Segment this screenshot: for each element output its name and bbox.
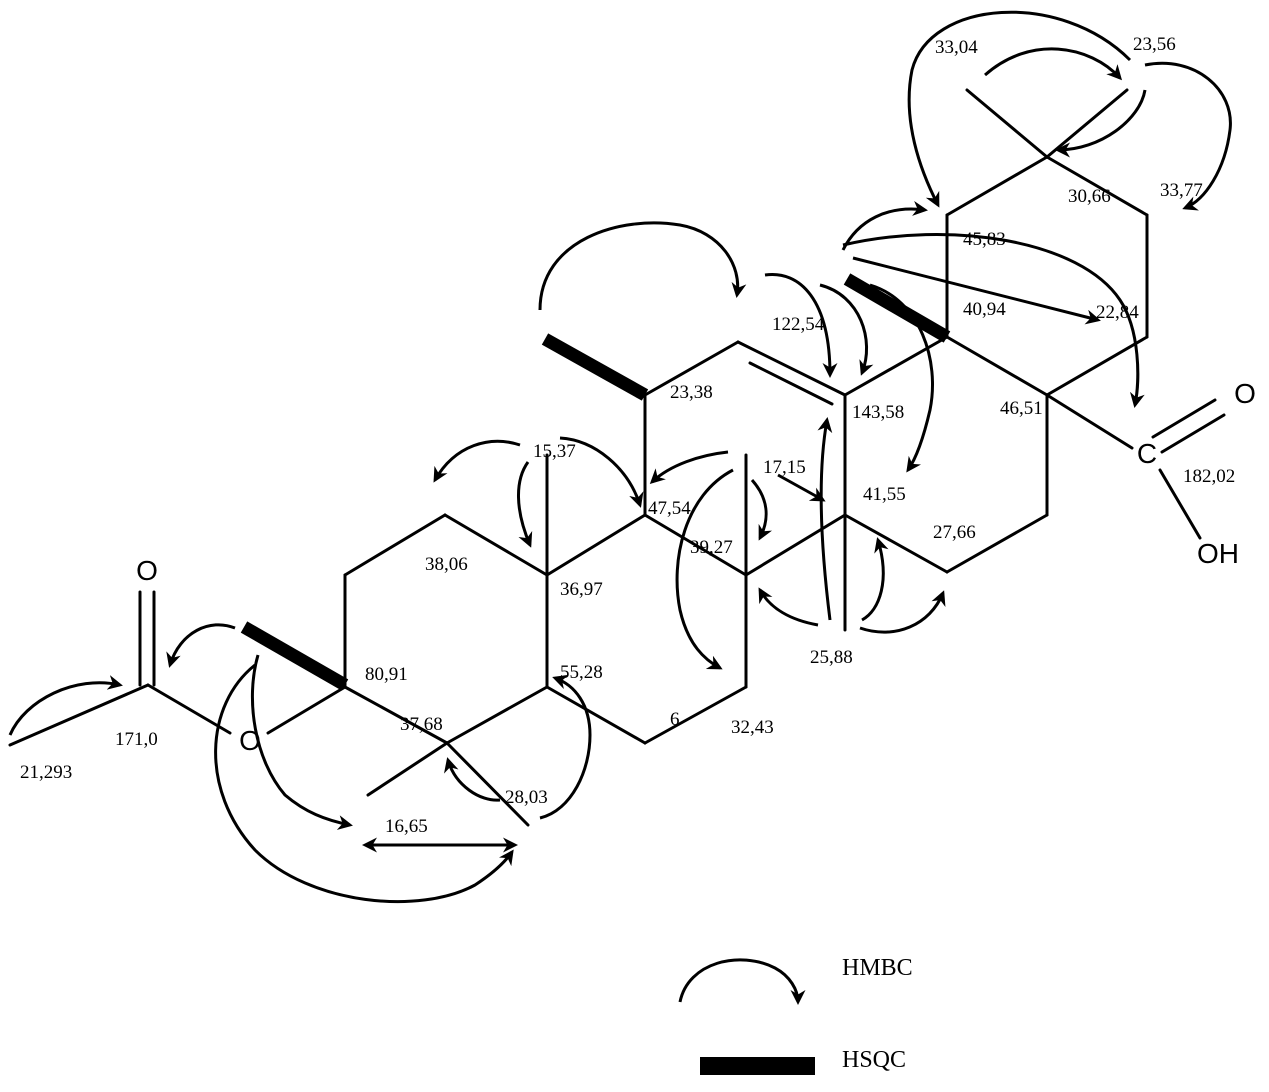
shift-label: 36,97 bbox=[560, 579, 603, 600]
shift-label: 32,43 bbox=[731, 717, 774, 738]
shift-label: 6 bbox=[670, 709, 680, 730]
shift-label: 16,65 bbox=[385, 816, 428, 837]
shift-label: 23,38 bbox=[670, 382, 713, 403]
shift-label: 22,84 bbox=[1096, 302, 1139, 323]
legend-hmbc-label: HMBC bbox=[842, 955, 913, 981]
legend-hsqc-label: HSQC bbox=[842, 1047, 906, 1073]
legend-hmbc-arrow-icon bbox=[678, 958, 806, 1005]
shift-label: 40,94 bbox=[963, 299, 1006, 320]
legend: HMBC HSQC bbox=[678, 955, 913, 1075]
hmbc-correlations bbox=[8, 10, 1232, 904]
shift-label: 46,51 bbox=[1000, 398, 1043, 419]
shift-label: 38,06 bbox=[425, 554, 468, 575]
atom-labels: O O O C OH bbox=[136, 378, 1256, 756]
shift-label: 15,37 bbox=[533, 441, 576, 462]
shift-label: 143,58 bbox=[852, 402, 904, 423]
atom-oh-acid: OH bbox=[1197, 538, 1239, 569]
shift-label: 39,27 bbox=[690, 537, 733, 558]
shift-label: 23,56 bbox=[1133, 34, 1176, 55]
shift-label: 37,68 bbox=[400, 714, 443, 735]
hsqc-correlations bbox=[240, 273, 951, 691]
shift-label: 28,03 bbox=[505, 787, 548, 808]
shift-label: 25,88 bbox=[810, 647, 853, 668]
atom-o-ester: O bbox=[239, 725, 261, 756]
shift-label: 171,0 bbox=[115, 729, 158, 750]
shift-label: 182,02 bbox=[1183, 466, 1235, 487]
legend-hsqc-bar-icon bbox=[700, 1057, 815, 1075]
shift-label: 45,83 bbox=[963, 229, 1006, 250]
molecular-skeleton bbox=[8, 88, 1226, 827]
atom-c-acid: C bbox=[1137, 438, 1157, 469]
shift-label: 55,28 bbox=[560, 662, 603, 683]
shift-label: 21,293 bbox=[20, 762, 72, 783]
shift-label: 47,54 bbox=[648, 498, 691, 519]
shift-label: 27,66 bbox=[933, 522, 976, 543]
atom-o-acid-carbonyl: O bbox=[1234, 378, 1256, 409]
shift-label: 33,04 bbox=[935, 37, 978, 58]
shift-label: 33,77 bbox=[1160, 180, 1203, 201]
shift-label: 41,55 bbox=[863, 484, 906, 505]
shift-label: 30,66 bbox=[1068, 186, 1111, 207]
shift-label: 17,15 bbox=[763, 457, 806, 478]
shift-label: 122,54 bbox=[772, 314, 825, 335]
atom-o-acetyl-carbonyl: O bbox=[136, 555, 158, 586]
chemical-shift-labels: 33,04 23,56 30,66 33,77 45,83 40,94 22,8… bbox=[20, 34, 1235, 837]
shift-label: 80,91 bbox=[365, 664, 408, 685]
